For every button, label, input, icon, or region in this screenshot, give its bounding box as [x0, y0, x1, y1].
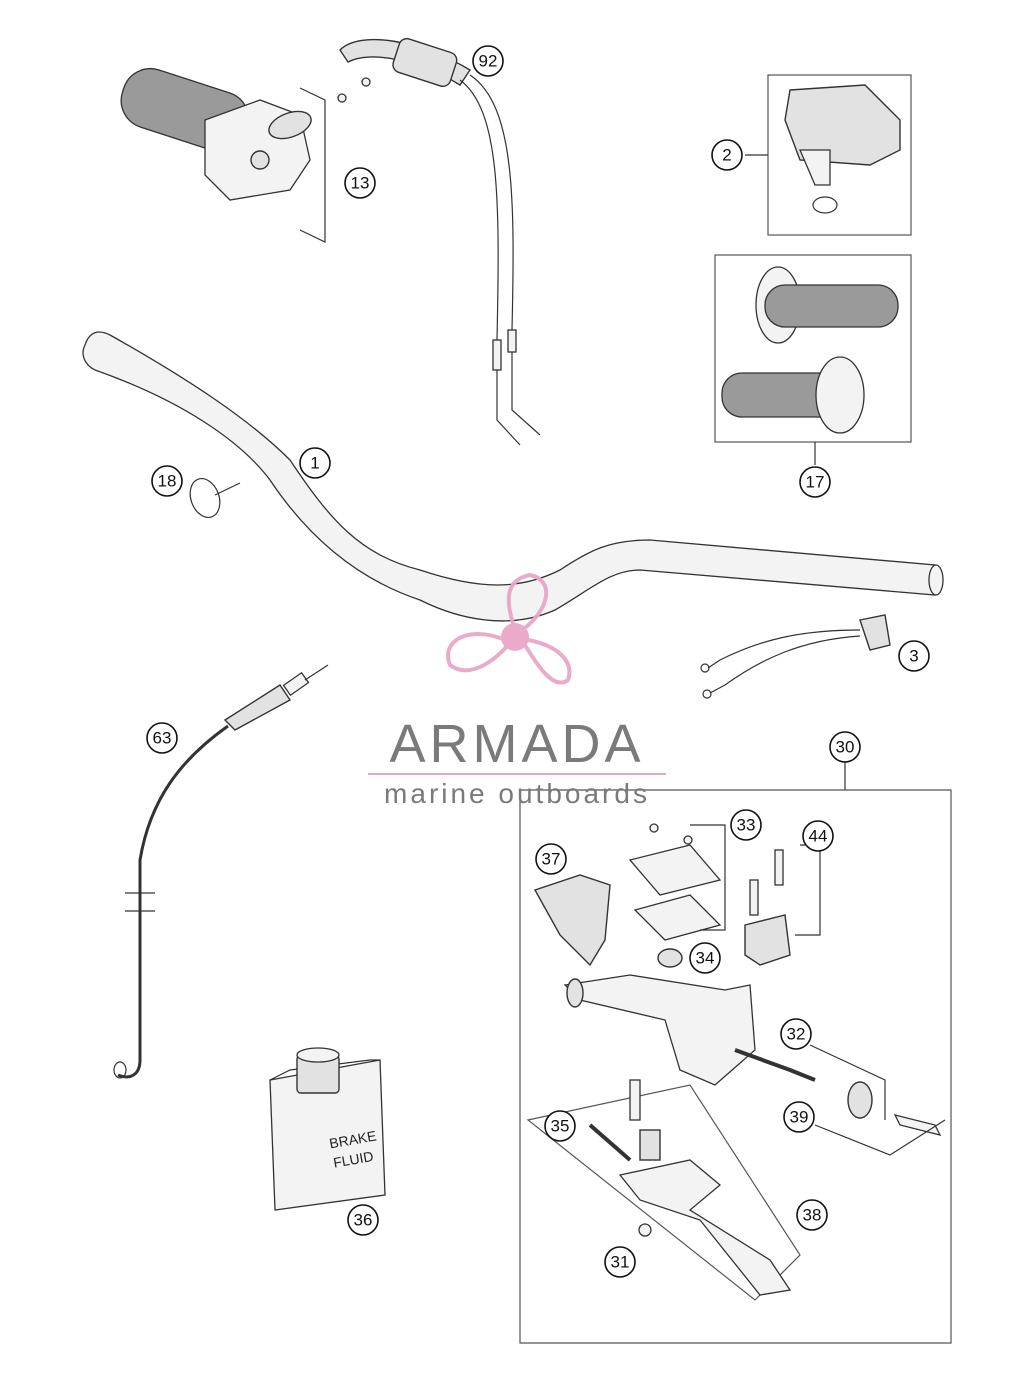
callout-33: 33 [730, 809, 762, 841]
callout-17: 17 [799, 466, 831, 498]
svg-text:92: 92 [479, 52, 498, 71]
callout-44: 44 [802, 820, 834, 852]
callout-38: 38 [796, 1199, 828, 1231]
throttle-grip-assembly [120, 68, 326, 243]
callout-39: 39 [783, 1101, 815, 1133]
handlebar [82, 331, 944, 622]
brake-hose [113, 664, 329, 1079]
callout-34: 34 [689, 942, 721, 974]
callout-37: 37 [535, 843, 567, 875]
callout-30: 30 [829, 731, 861, 763]
svg-text:44: 44 [809, 827, 828, 846]
svg-text:13: 13 [351, 174, 370, 193]
callout-36: 36 [347, 1204, 379, 1236]
svg-text:30: 30 [836, 738, 855, 757]
callout-92: 92 [472, 45, 504, 77]
callout-31: 31 [604, 1246, 636, 1278]
watermark-brand: ARMADA [389, 714, 644, 774]
callout-13: 13 [344, 167, 376, 199]
svg-text:37: 37 [542, 850, 561, 869]
svg-text:31: 31 [611, 1253, 630, 1272]
watermark-tagline: marine outboards [384, 778, 650, 809]
svg-text:36: 36 [354, 1211, 373, 1230]
svg-text:34: 34 [696, 949, 715, 968]
svg-text:3: 3 [909, 647, 918, 666]
svg-text:2: 2 [722, 146, 731, 165]
callout-63: 63 [146, 722, 178, 754]
grips-set [714, 254, 912, 465]
svg-text:18: 18 [158, 472, 177, 491]
brake-fluid-bottle [269, 1047, 386, 1211]
callout-32: 32 [780, 1018, 812, 1050]
svg-text:33: 33 [737, 816, 756, 835]
bottle-label-line2: FLUID [332, 1148, 375, 1171]
svg-text:1: 1 [310, 454, 319, 473]
callout-35: 35 [544, 1110, 576, 1142]
svg-text:63: 63 [153, 729, 172, 748]
svg-text:17: 17 [806, 473, 825, 492]
cable-tie [189, 478, 241, 518]
svg-text:38: 38 [803, 1206, 822, 1225]
throttle-cables [337, 37, 541, 446]
callout-18: 18 [151, 465, 183, 497]
svg-text:35: 35 [551, 1117, 570, 1136]
svg-text:32: 32 [787, 1025, 806, 1044]
callout-1: 1 [299, 447, 331, 479]
kill-switch [700, 614, 891, 699]
master-cylinder-kit [519, 760, 952, 1344]
svg-text:39: 39 [790, 1108, 809, 1127]
callout-2: 2 [711, 139, 743, 171]
callout-3: 3 [898, 640, 930, 672]
watermark-propeller-logo [446, 572, 572, 685]
switch-cover-part [745, 74, 912, 236]
